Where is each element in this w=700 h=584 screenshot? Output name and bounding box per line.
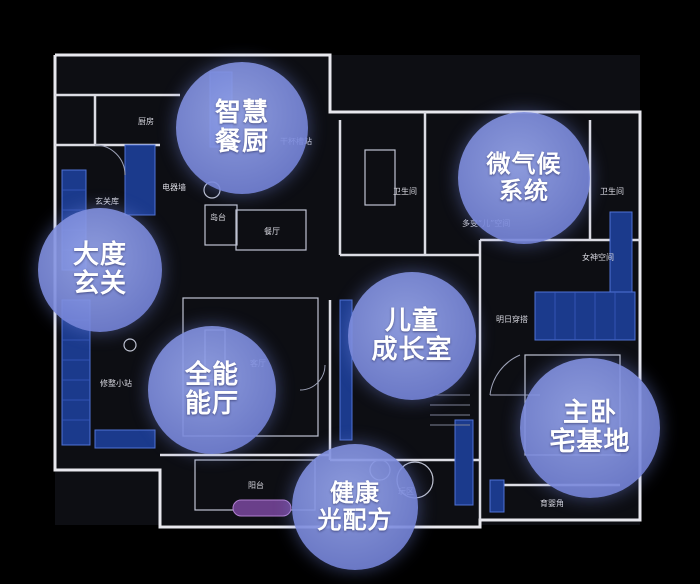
room-label-nursery: 育婴角 [540, 499, 564, 508]
feature-subtitle: 宅基地 [549, 427, 631, 457]
feature-bubble-master-bedroom: 主卧 宅基地 [520, 358, 660, 498]
feature-bubble-smart-kitchen: 智慧 餐厨 [176, 62, 308, 194]
feature-title: 智慧 [214, 97, 269, 128]
feature-subtitle: 光配方 [317, 506, 393, 534]
feature-subtitle: 玄关 [72, 269, 127, 299]
room-label-dining: 餐厅 [264, 227, 280, 236]
room-label-wardrobe: 明日穿搭 [496, 315, 528, 324]
feature-subtitle: 餐厨 [214, 127, 269, 157]
feature-title: 健康 [330, 479, 380, 508]
feature-title: 微气候 [486, 150, 562, 179]
room-label-goddess-bath: 女神空间 [582, 253, 614, 262]
room-label-grooming: 修整小站 [100, 379, 132, 388]
feature-subtitle: 成长室 [371, 335, 453, 365]
feature-bubble-entrance: 大度 玄关 [38, 208, 162, 332]
feature-title: 全能 [184, 359, 239, 390]
room-label-entry-closet: 玄关库 [95, 197, 119, 206]
feature-title: 大度 [72, 239, 127, 270]
feature-title: 儿童 [384, 305, 439, 336]
room-label-appliance-wall: 电器墙 [162, 183, 186, 192]
feature-subtitle: 能厅 [184, 389, 239, 419]
room-label-bathroom-2: 卫生间 [600, 187, 624, 196]
feature-subtitle: 系统 [499, 177, 549, 205]
room-label-kitchen: 厨房 [138, 117, 154, 126]
feature-bubble-kids-room: 儿童 成长室 [348, 272, 476, 400]
feature-bubble-living-hall: 全能 能厅 [148, 326, 276, 454]
room-label-island: 岛台 [210, 213, 226, 222]
feature-bubble-healthy-light: 健康 光配方 [292, 444, 418, 570]
feature-bubble-micro-climate: 微气候 系统 [458, 112, 590, 244]
feature-title: 主卧 [562, 397, 617, 428]
room-label-balcony: 阳台 [248, 481, 264, 490]
room-label-bathroom-1: 卫生间 [393, 187, 417, 196]
